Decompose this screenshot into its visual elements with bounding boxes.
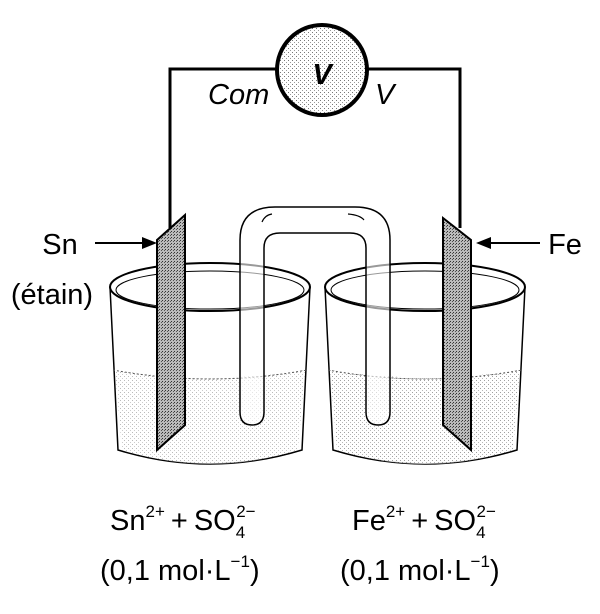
left-solution-formula: Sn2++SO42− bbox=[110, 502, 256, 542]
right-beaker bbox=[324, 262, 526, 465]
sn-label: Sn bbox=[42, 229, 77, 261]
sn-arrow bbox=[95, 237, 157, 249]
voltmeter: V bbox=[275, 23, 369, 117]
right-solution-formula: Fe2++SO42− bbox=[352, 502, 496, 542]
v-terminal-label: V bbox=[375, 79, 397, 111]
etain-label: (étain) bbox=[11, 279, 93, 311]
tin-electrode bbox=[156, 212, 186, 453]
com-terminal-label: Com bbox=[208, 79, 269, 111]
left-solution-concentration: (0,1 mol·L−1) bbox=[100, 552, 260, 587]
salt-bridge bbox=[239, 206, 391, 426]
wire-right bbox=[364, 67, 462, 228]
fe-label: Fe bbox=[548, 229, 582, 261]
iron-electrode bbox=[442, 215, 472, 453]
right-solution-concentration: (0,1 mol·L−1) bbox=[340, 552, 500, 587]
wire-left bbox=[168, 67, 280, 228]
left-beaker bbox=[109, 262, 311, 465]
voltmeter-symbol: V bbox=[312, 59, 334, 91]
fe-arrow bbox=[476, 237, 540, 249]
